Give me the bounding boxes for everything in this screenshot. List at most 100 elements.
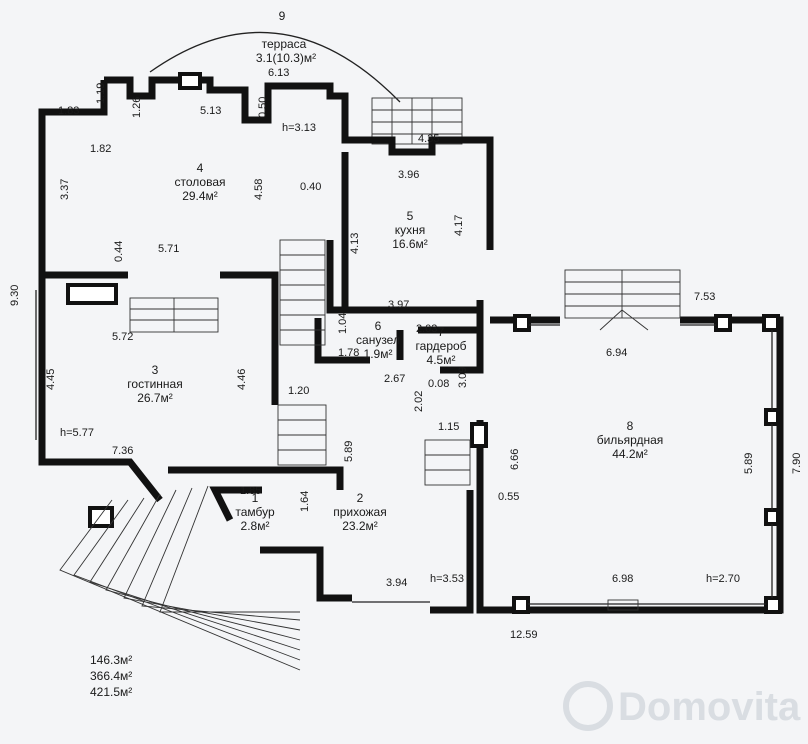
room-5-num: 5 <box>407 209 414 223</box>
interior-wall-entry <box>260 546 352 602</box>
room-2-name: прихожая <box>333 505 386 519</box>
dim-label: 7.53 <box>694 291 715 303</box>
dimension-labels: 6.13 5.13 0.50 1.19 1.83 1.26 1.82 3.37 … <box>9 67 803 641</box>
watermark: Domovita <box>563 681 801 731</box>
dim-label: 5.72 <box>112 331 133 343</box>
window-pier <box>88 506 114 528</box>
dim-label: 4.17 <box>453 215 465 236</box>
watermark-logo-icon <box>563 681 613 731</box>
dim-label: 7.90 <box>791 453 803 474</box>
dim-label: 1.82 <box>90 143 111 155</box>
room-8-area: 44.2м² <box>612 447 648 461</box>
dim-label: 2.03 <box>416 323 437 335</box>
room-8-num: 8 <box>627 419 634 433</box>
exterior-wall-north <box>38 80 163 503</box>
interior-wall-vestibule <box>168 466 344 522</box>
interior-wall-stair <box>430 490 474 614</box>
room-8-name: бильярдная <box>597 433 664 447</box>
dim-label: 0.40 <box>300 181 321 193</box>
window-pier <box>764 596 782 614</box>
dim-label: 2.67 <box>384 373 405 385</box>
dim-label: 1.04 <box>337 313 349 334</box>
dim-label: 5.89 <box>743 453 755 474</box>
dim-label: 0.44 <box>113 241 125 262</box>
dim-label: 1.83 <box>58 105 79 117</box>
window-pier <box>470 422 488 448</box>
dim-label: 4.46 <box>236 369 248 390</box>
living-steps <box>129 297 219 333</box>
room-labels: 9 терраса 3.1(10.3)м² 4 столовая 29.4м² … <box>127 9 663 533</box>
dim-label: 6.66 <box>509 449 521 470</box>
room-1-area: 2.8м² <box>241 519 270 533</box>
dim-label: 3.96 <box>398 169 419 181</box>
dim-label: 1.64 <box>299 491 311 512</box>
dim-label: 4.45 <box>45 369 57 390</box>
room-7-area: 4.5м² <box>427 353 456 367</box>
dim-label: 3.94 <box>386 577 407 589</box>
total-area-2: 366.4м² <box>90 669 132 683</box>
height-label: h=3.53 <box>430 573 464 585</box>
dim-label: 4.58 <box>253 179 265 200</box>
fireplace <box>66 283 118 305</box>
interior-wall-bath <box>314 318 404 364</box>
room-1-name: тамбур <box>235 505 275 519</box>
room-7-name: гардероб <box>415 339 466 353</box>
dim-label: 1.20 <box>288 385 309 397</box>
window-pier <box>714 314 732 332</box>
height-label: h=5.77 <box>60 427 94 439</box>
interior-wall-dining <box>42 271 279 405</box>
room-6-name: санузел <box>356 333 400 347</box>
dim-label: 3.37 <box>59 179 71 200</box>
window-pier <box>513 314 531 332</box>
dim-label: 1.85 <box>240 485 261 497</box>
internal-staircase <box>277 239 471 486</box>
room-3-name: гостинная <box>127 377 182 391</box>
billiard-steps <box>564 269 681 331</box>
dim-label: 1.15 <box>438 421 459 433</box>
dim-label: 6.13 <box>268 67 289 79</box>
dim-label: 7.36 <box>112 445 133 457</box>
window-pier <box>178 72 202 90</box>
height-label: h=3.13 <box>282 122 316 134</box>
dim-label: 0.55 <box>498 491 519 503</box>
room-5-name: кухня <box>395 223 426 237</box>
dim-label: 5.13 <box>200 105 221 117</box>
room-6-num: 6 <box>375 319 382 333</box>
dim-label: 12.59 <box>510 629 538 641</box>
terrace-steps <box>371 97 463 145</box>
dim-label: 1.19 <box>95 83 107 104</box>
window-pier <box>764 508 780 526</box>
dim-label: 5.89 <box>343 441 355 462</box>
dim-label: 3.97 <box>388 299 409 311</box>
area-totals: 146.3м² 366.4м² 421.5м² <box>90 653 132 699</box>
dim-label: 0.08 <box>428 378 449 390</box>
dim-label: 6.94 <box>606 347 627 359</box>
room-6-area: 1.9м² <box>364 347 393 361</box>
room-1-num: 1 <box>252 491 259 505</box>
dim-label: 9.30 <box>9 285 21 306</box>
dim-label: 4.35 <box>418 133 439 145</box>
dim-label: 1.26 <box>131 97 143 118</box>
window-pier <box>762 314 780 332</box>
window-pier <box>512 596 530 614</box>
window-pier <box>764 408 780 426</box>
exterior-wall-top <box>104 76 494 250</box>
room-7-num: 7 <box>438 325 445 339</box>
dim-label: 5.71 <box>158 243 179 255</box>
dim-label: 6.98 <box>612 573 633 585</box>
room-9-num: 9 <box>279 9 286 23</box>
room-9-area: 3.1(10.3)м² <box>256 51 316 65</box>
room-2-num: 2 <box>357 491 364 505</box>
room-2-area: 23.2м² <box>342 519 378 533</box>
total-area-1: 146.3м² <box>90 653 132 667</box>
dim-label: 0.50 <box>257 97 269 118</box>
room-4-num: 4 <box>197 161 204 175</box>
dim-label: 1.78 <box>338 347 359 359</box>
total-area-3: 421.5м² <box>90 685 132 699</box>
room-4-area: 29.4м² <box>182 189 218 203</box>
watermark-text: Domovita <box>618 685 801 729</box>
room-4-name: столовая <box>175 175 226 189</box>
interior-wall-hall <box>326 240 480 314</box>
